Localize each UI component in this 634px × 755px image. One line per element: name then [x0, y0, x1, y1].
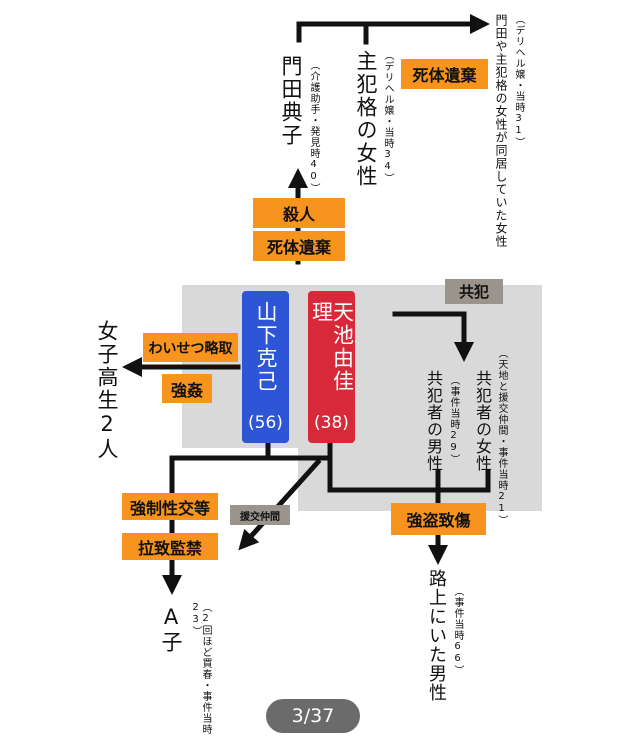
street-man-note: （事件当時66）: [452, 586, 463, 676]
victim-kadota-note: （介護助手・発見時40）: [308, 60, 319, 194]
victim-ringleader-name: 主犯格の女性: [354, 50, 378, 188]
page-indicator[interactable]: 3/37: [266, 699, 360, 733]
enko-tag: 援交仲間: [230, 505, 290, 525]
amaike-name: 天池由佳理: [309, 301, 355, 393]
label-murder: 殺人: [253, 198, 345, 228]
victim-a-name: A子: [159, 605, 183, 654]
victim-kadota-name: 門田典子: [279, 55, 303, 147]
yamashita-name: 山下克己: [254, 301, 278, 393]
street-man-text: 路上にいた男性: [426, 569, 447, 702]
label-indecent-abduction: わいせつ略取: [143, 333, 238, 362]
person-amaike: 天池由佳理 (38): [308, 291, 355, 443]
victim-roommate-text: 門田や主犯格の女性が同居していた女性: [494, 14, 508, 248]
accomplice-female-name: 共犯者の女性: [473, 370, 492, 472]
label-forced-intercourse: 強制性交等: [122, 493, 218, 520]
victim-roommate-note: （デリヘル嬢・当時31）: [513, 14, 524, 148]
label-abduct-confine: 拉致監禁: [122, 533, 218, 560]
label-rape: 強姦: [162, 374, 212, 403]
amaike-age: (38): [314, 413, 349, 433]
label-robbery-injury: 強盗致傷: [391, 503, 486, 535]
yamashita-age: (56): [248, 413, 283, 433]
accomplice-male-note: （事件当時29）: [448, 375, 459, 465]
victim-a-note: （2回ほど買春・事件当時23）: [190, 602, 211, 735]
person-yamashita: 山下克己 (56): [242, 291, 289, 443]
victim-girls: 女子高生2人: [95, 320, 119, 461]
label-abandon: 死体遺棄: [253, 231, 345, 261]
accomplice-tag: 共犯: [445, 279, 503, 304]
victim-ringleader-note: （デリヘル嬢・当時34）: [382, 50, 393, 184]
label-abandon-top: 死体遺棄: [401, 59, 488, 89]
accomplice-female-note: （天地と援交仲間・事件当時21）: [496, 348, 507, 526]
accomplice-male-name: 共犯者の男性: [424, 370, 443, 472]
